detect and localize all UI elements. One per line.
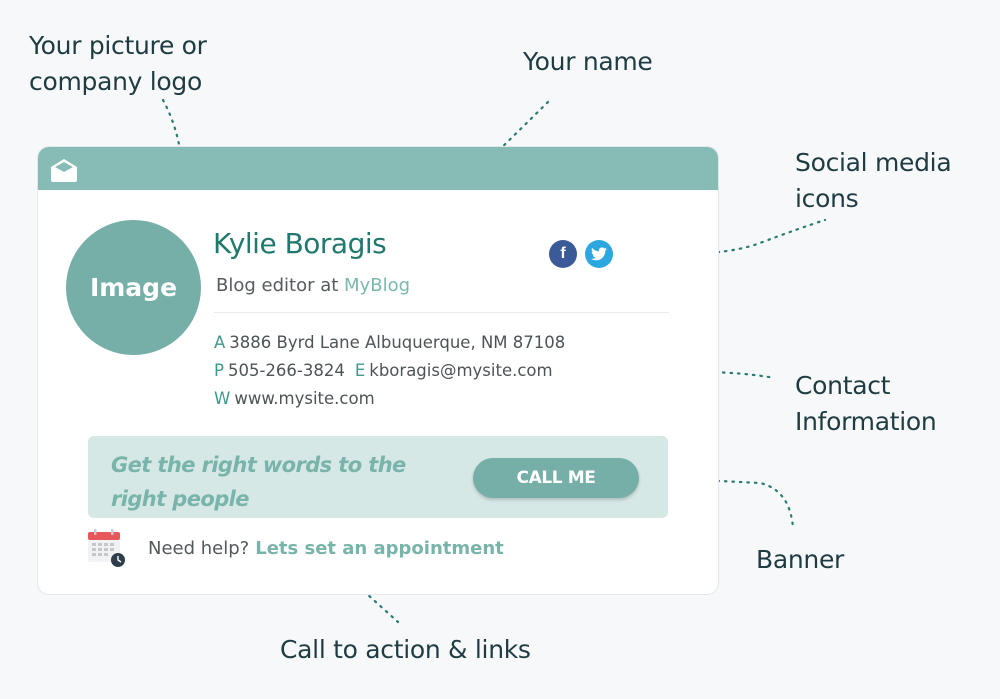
callout-contact-line1: Contact: [795, 371, 891, 400]
callout-banner: Banner: [756, 545, 845, 574]
callout-picture: Your picture or company logo: [29, 28, 207, 100]
address-value: 3886 Byrd Lane Albuquerque, NM 87108: [229, 333, 566, 352]
callout-picture-line1: Your picture or: [29, 31, 207, 60]
card-header: [38, 147, 718, 190]
divider: [214, 312, 669, 313]
callout-picture-line2: company logo: [29, 67, 202, 96]
email-label: E: [354, 361, 366, 380]
appointment-link[interactable]: Lets set an appointment: [255, 537, 504, 559]
avatar-label: Image: [89, 273, 178, 302]
address-label: A: [214, 333, 226, 352]
callout-contact: Contact Information: [795, 368, 937, 440]
email-signature-card: Image Kylie Boragis Blog editor at MyBlo…: [37, 146, 719, 595]
social-icons: f: [549, 240, 613, 268]
cta-text: Need help?Lets set an appointment: [148, 538, 504, 559]
cta-prefix: Need help?: [148, 537, 250, 559]
callout-name: Your name: [523, 47, 653, 76]
company-link[interactable]: MyBlog: [344, 275, 411, 296]
callout-social-line2: icons: [795, 184, 859, 213]
callout-contact-line2: Information: [795, 407, 937, 436]
email-link[interactable]: kboragis@mysite.com: [369, 361, 553, 380]
job-title: Blog editor at MyBlog: [216, 275, 410, 296]
call-to-action: Need help?Lets set an appointment: [86, 528, 504, 568]
signature-name: Kylie Boragis: [213, 227, 387, 260]
website-link[interactable]: www.mysite.com: [234, 389, 375, 408]
web-label: W: [214, 389, 231, 408]
callout-cta: Call to action & links: [280, 635, 531, 664]
banner-text: Get the right words to the right people: [111, 453, 406, 511]
callout-social-line1: Social media: [795, 148, 952, 177]
calendar-clock-icon: [88, 529, 125, 567]
job-title-text: Blog editor at: [216, 275, 339, 296]
facebook-icon[interactable]: f: [549, 240, 577, 268]
twitter-icon[interactable]: [585, 240, 613, 268]
phone-link[interactable]: 505-266-3824: [227, 361, 345, 380]
avatar: Image: [66, 220, 201, 355]
call-me-button[interactable]: CALL ME: [473, 458, 639, 498]
callout-social: Social media icons: [795, 145, 952, 217]
envelope-open-icon: [51, 159, 77, 182]
banner: Get the right words to the right people …: [88, 436, 668, 518]
phone-label: P: [214, 361, 224, 380]
